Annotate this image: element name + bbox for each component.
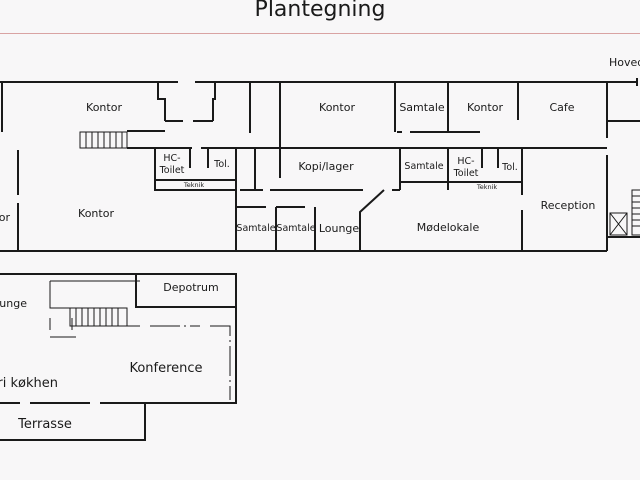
elevator-icon	[609, 212, 628, 236]
stairs-icon	[631, 189, 640, 236]
room-label-cafe: Cafe	[549, 101, 574, 114]
title-divider	[0, 33, 640, 34]
room-label-samtale: Samtale	[236, 223, 275, 234]
room-label-samtale: Samtale	[276, 223, 315, 234]
room-label-kontor: Kontor	[467, 101, 503, 114]
room-label-samtale: Samtale	[399, 101, 445, 114]
lower-floor-walls	[0, 273, 237, 441]
room-label-hc-toilet: HC-	[457, 156, 474, 167]
room-label-hc-toilet: Toilet	[159, 165, 185, 176]
room-label-toilet: Tol.	[213, 159, 230, 170]
stairs-icon	[79, 131, 128, 149]
room-label-terrasse: Terrasse	[17, 417, 72, 432]
room-label-samtale: Samtale	[404, 161, 443, 172]
room-label-kontor: Kontor	[0, 211, 10, 224]
room-label-kontor: Kontor	[319, 101, 355, 114]
upper-floor-walls	[0, 78, 640, 252]
room-label-kontor: Kontor	[78, 207, 114, 220]
room-label-hovedindgang: Hoved	[609, 56, 640, 69]
room-label-modelokale: Mødelokale	[417, 221, 480, 234]
page-title: Plantegning	[254, 0, 386, 22]
stairs-icon	[69, 307, 128, 327]
room-label-konference: Konference	[129, 361, 202, 376]
room-label-hc-toilet: HC-	[163, 153, 180, 164]
room-label-kokken: ri køkhen	[0, 376, 58, 391]
room-label-lounge: unge	[0, 297, 27, 310]
room-label-reception: Reception	[541, 199, 596, 212]
room-label-teknik: Teknik	[476, 183, 498, 191]
room-label-kopi-lager: Kopi/lager	[298, 160, 354, 173]
room-label-depotrum: Depotrum	[163, 281, 218, 294]
room-label-lounge: Lounge	[319, 222, 360, 235]
room-label-teknik: Teknik	[183, 181, 205, 189]
room-label-hc-toilet: Toilet	[453, 168, 479, 179]
room-label-kontor: Kontor	[86, 101, 122, 114]
room-label-toilet: Tol.	[501, 162, 518, 173]
